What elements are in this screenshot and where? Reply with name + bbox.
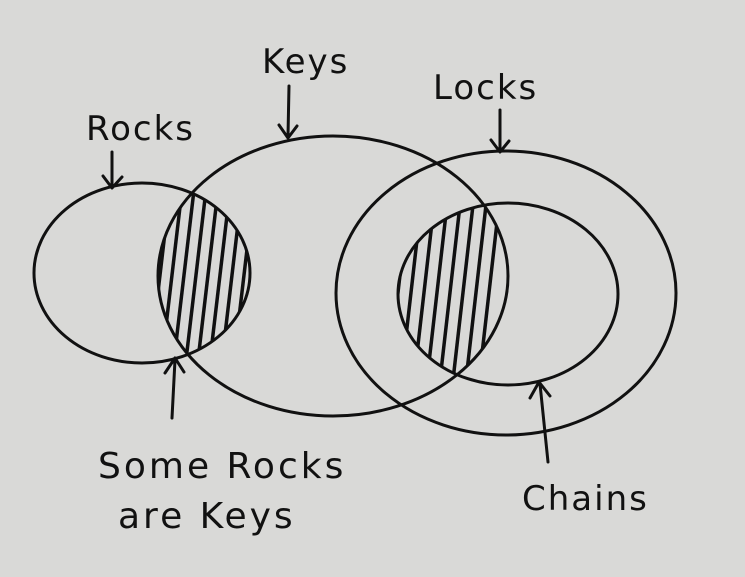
chains-arrow <box>528 380 552 464</box>
rocks-label: Rocks <box>86 109 195 149</box>
chains-circle <box>396 201 620 387</box>
hatched-overlap-rocks-keys <box>158 189 250 361</box>
locks-circle <box>334 149 678 437</box>
note-line-1: Some Rocks <box>98 446 346 487</box>
keys-arrow <box>277 84 299 140</box>
locks-arrow <box>489 108 511 154</box>
note-line-2: are Keys <box>118 496 296 537</box>
chains-label: Chains <box>522 479 649 519</box>
locks-label: Locks <box>433 68 538 108</box>
rocks-arrow <box>101 150 124 190</box>
hatched-overlap-keys-chains <box>398 204 501 381</box>
keys-circle <box>156 134 510 418</box>
some-rocks-arrow <box>163 356 186 420</box>
keys-label: Keys <box>262 42 349 82</box>
rocks-circle <box>32 181 252 365</box>
